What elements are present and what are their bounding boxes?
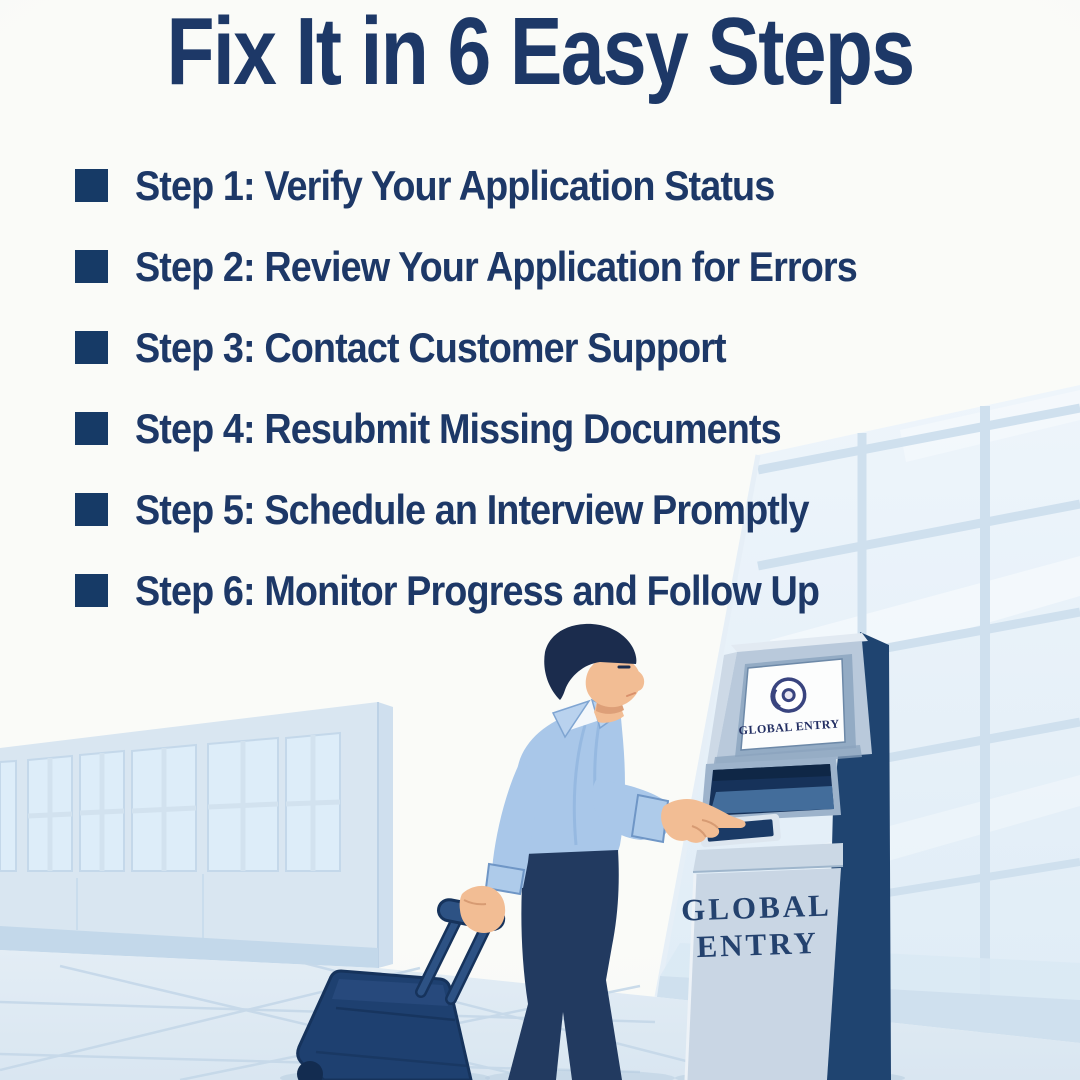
hair bbox=[544, 623, 637, 700]
step-item-6: Step 6: Monitor Progress and Follow Up bbox=[75, 550, 937, 631]
steps-list: Step 1: Verify Your Application Status S… bbox=[75, 145, 937, 631]
shirt-collar bbox=[551, 699, 591, 739]
step-label: Step 5: Schedule an Interview Promptly bbox=[135, 485, 810, 533]
kiosk-body-label: GLOBAL ENTRY bbox=[680, 887, 832, 964]
wall-baseboard bbox=[0, 926, 378, 968]
step-label: Step 6: Monitor Progress and Follow Up bbox=[135, 566, 820, 614]
trousers bbox=[508, 850, 622, 1080]
step-label: Step 4: Resubmit Missing Documents bbox=[135, 404, 782, 452]
suitcase-illustration bbox=[296, 885, 506, 1080]
left-wall-windows bbox=[0, 702, 393, 968]
bullet-square-icon bbox=[75, 493, 108, 526]
bullet-square-icon bbox=[75, 574, 108, 607]
face bbox=[585, 656, 641, 708]
step-label: Step 2: Review Your Application for Erro… bbox=[135, 242, 858, 290]
window-mullions bbox=[27, 735, 341, 871]
step-label: Step 3: Contact Customer Support bbox=[135, 323, 727, 371]
bullet-square-icon bbox=[75, 331, 108, 364]
kiosk-illustration: GLOBAL ENTRY GLOBAL ENTRY bbox=[680, 632, 891, 1080]
bullet-square-icon bbox=[75, 250, 108, 283]
svg-text:GLOBAL: GLOBAL bbox=[680, 887, 832, 927]
bullet-square-icon bbox=[75, 169, 108, 202]
page-title: Fix It in 6 Easy Steps bbox=[166, 0, 915, 105]
kiosk-body bbox=[686, 868, 841, 1080]
suitcase-wheel bbox=[297, 1061, 323, 1080]
step-item-3: Step 3: Contact Customer Support bbox=[75, 307, 937, 388]
global-entry-logo-icon bbox=[770, 677, 807, 713]
svg-text:ENTRY: ENTRY bbox=[696, 925, 820, 964]
step-item-2: Step 2: Review Your Application for Erro… bbox=[75, 226, 937, 307]
left-hand bbox=[459, 885, 506, 933]
bullet-square-icon bbox=[75, 412, 108, 445]
step-item-5: Step 5: Schedule an Interview Promptly bbox=[75, 469, 937, 550]
step-item-4: Step 4: Resubmit Missing Documents bbox=[75, 388, 937, 469]
traveler-illustration bbox=[484, 623, 746, 1080]
step-item-1: Step 1: Verify Your Application Status bbox=[75, 145, 937, 226]
left-arm bbox=[491, 764, 544, 888]
step-label: Step 1: Verify Your Application Status bbox=[135, 161, 775, 209]
